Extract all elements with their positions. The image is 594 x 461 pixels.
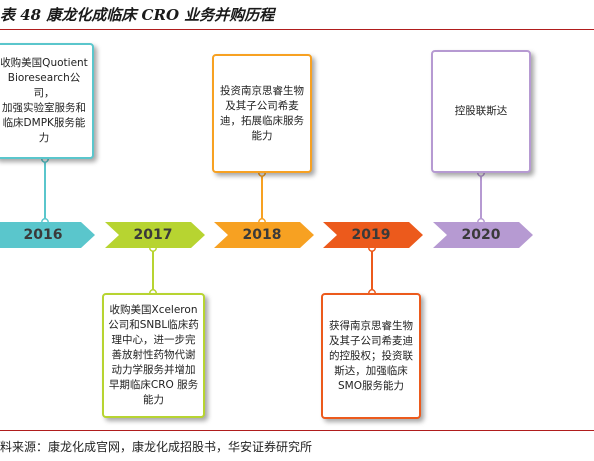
year-label-2019: 2019: [351, 227, 391, 243]
timeline-arrow-2019: [323, 222, 423, 248]
event-box-2019: 获得南京思睿生物 及其子公司希麦迪 的控股权；投资联 斯达，加强临床 SMO服务…: [321, 293, 421, 419]
event-line: 力: [38, 132, 50, 144]
timeline-arrow-2016: [0, 222, 95, 248]
year-label-2018: 2018: [242, 227, 282, 243]
event-line: Bioresearch公司，: [7, 72, 81, 99]
year-label-2020: 2020: [461, 227, 501, 243]
event-text-2019: 获得南京思睿生物 及其子公司希麦迪 的控股权；投资联 斯达，加强临床 SMO服务…: [329, 319, 413, 394]
event-line: 动力学服务并增加: [111, 364, 196, 376]
event-line: 控股联斯达: [454, 105, 508, 117]
event-line: 能力: [142, 394, 164, 406]
event-line: 理中心，进一步完: [111, 334, 196, 346]
event-line: 临床DMPK服务能: [2, 117, 86, 129]
year-label-2016: 2016: [23, 227, 63, 243]
event-line: 斯达，加强临床: [334, 364, 408, 377]
event-box-2017: 收购美国Xceleron 公司和SNBL临床药 理中心，进一步完 善放射性药物代…: [102, 293, 205, 418]
event-line: 获得南京思睿生物: [329, 319, 413, 332]
timeline-arrow-2017: [105, 222, 205, 248]
event-line: 及其子公司希麦迪: [329, 334, 413, 347]
event-box-2018: 投资南京思睿生物 及其子公司希麦 迪，拓展临床服务 能力: [212, 54, 312, 173]
event-line: SMO服务能力: [338, 379, 404, 392]
event-line: 公司和SNBL临床药: [108, 319, 199, 331]
event-text-2018: 投资南京思睿生物 及其子公司希麦 迪，拓展临床服务 能力: [220, 84, 304, 144]
event-box-2016: 收购美国Quotient Bioresearch公司， 加强实验室服务和 临床D…: [0, 43, 94, 159]
event-line: 迪，拓展临床服务: [220, 114, 304, 127]
event-line: 收购美国Xceleron: [109, 304, 198, 316]
event-line: 早期临床CRO 服务: [108, 379, 199, 391]
event-line: 加强实验室服务和: [2, 102, 86, 114]
event-text-2016: 收购美国Quotient Bioresearch公司， 加强实验室服务和 临床D…: [0, 56, 88, 146]
event-text-2020: 控股联斯达: [455, 104, 508, 119]
event-line: 的控股权；投资联: [329, 349, 413, 362]
event-line: 投资南京思睿生物: [220, 84, 304, 97]
event-text-2017: 收购美国Xceleron 公司和SNBL临床药 理中心，进一步完 善放射性药物代…: [108, 303, 199, 408]
event-line: 收购美国Quotient: [0, 57, 88, 69]
figure-title: 表 48 康龙化成临床 CRO 业务并购历程: [0, 6, 275, 24]
title-rule: [0, 29, 594, 30]
timeline-arrow-2020: [433, 222, 533, 248]
source-note: 料来源：康龙化成官网，康龙化成招股书，华安证券研究所: [0, 440, 313, 454]
event-box-2020: 控股联斯达: [431, 50, 531, 173]
event-line: 能力: [251, 129, 273, 142]
year-label-2017: 2017: [133, 227, 173, 243]
source-rule: [0, 430, 594, 431]
event-line: 善放射性药物代谢: [111, 349, 196, 361]
event-line: 及其子公司希麦: [225, 99, 299, 112]
timeline-arrow-2018: [214, 222, 314, 248]
